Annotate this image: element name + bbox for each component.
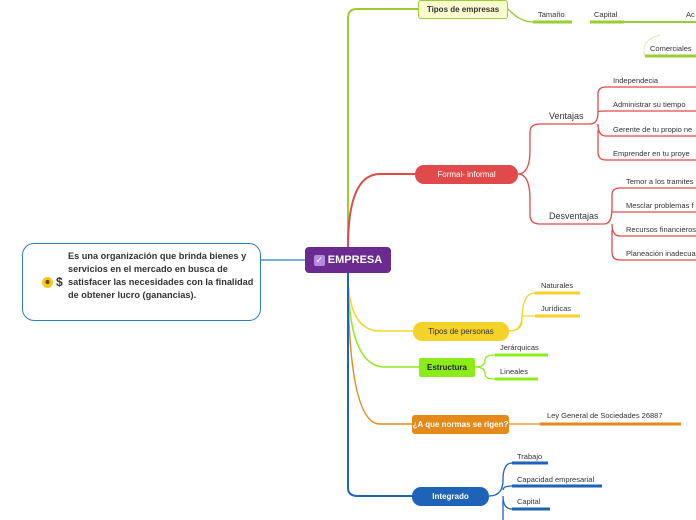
subtopic-comerciales[interactable]: Comerciales [650,44,692,53]
subtopic-trabajo[interactable]: Trabajo [517,452,543,461]
subtopic-capital[interactable]: Capital [594,10,618,19]
dollar-icon: $ [56,275,63,289]
topic-tipos-de-personas[interactable]: Tipos de personas [413,322,509,341]
topic-label: Integrado [432,492,469,501]
desventaja-item[interactable]: Temor a los tramites [626,177,694,186]
topic-label: Tipos de empresas [426,5,500,14]
central-topic-label: EMPRESA [327,254,383,266]
topic-label: ¿A que normas se rigen? [412,420,509,429]
topic-normas[interactable]: ¿A que normas se rigen? [412,415,509,434]
smiley-icon: ☻ [42,277,53,288]
desventaja-item[interactable]: Planeación inadecua [626,249,696,258]
check-icon: ✓ [313,254,325,266]
subtopic-juridicas[interactable]: Jurídicas [541,304,572,313]
topic-estructura[interactable]: Estructura [419,358,475,377]
topic-label: Tipos de personas [428,327,494,336]
topic-label: Estructura [426,363,467,372]
subtopic-lineales[interactable]: Lineales [500,367,528,376]
subtopic-capacidad-empresarial[interactable]: Capacidad empresarial [517,475,595,484]
subtopic-desventajas[interactable]: Desventajas [549,211,599,221]
subtopic-ventajas[interactable]: Ventajas [549,111,584,121]
ventaja-item[interactable]: Gerente de tu propio ne [613,125,693,134]
ventaja-item[interactable]: Emprender en tu proye [613,149,690,158]
subtopic-jerarquicas[interactable]: Jerárquicas [500,343,539,352]
subtopic-naturales[interactable]: Naturales [541,281,574,290]
definition-text: Es una organización que brinda bienes y … [68,251,254,300]
ventaja-item[interactable]: Independecia [613,76,659,85]
topic-label: Formal- informal [437,170,496,179]
desventaja-item[interactable]: Recursos financieros [626,225,696,234]
subtopic-tamano[interactable]: Tamaño [538,10,565,19]
topic-integrado[interactable]: Integrado [412,487,489,506]
topic-formal-informal[interactable]: Formal- informal [415,165,518,184]
subtopic-capital-integrado[interactable]: Capital [517,497,541,506]
subtopic-ac[interactable]: Ac [686,10,695,19]
central-topic-empresa[interactable]: ✓ EMPRESA [305,247,391,273]
ventaja-item[interactable]: Administrar su tiempo [613,100,686,109]
definition-callout[interactable]: ☻ $ Es una organización que brinda biene… [22,243,261,321]
subtopic-ley-general[interactable]: Ley General de Sociedades 26887 [547,411,663,420]
desventaja-item[interactable]: Mesclar problemas f [626,201,694,210]
topic-tipos-de-empresas[interactable]: Tipos de empresas [418,0,508,19]
